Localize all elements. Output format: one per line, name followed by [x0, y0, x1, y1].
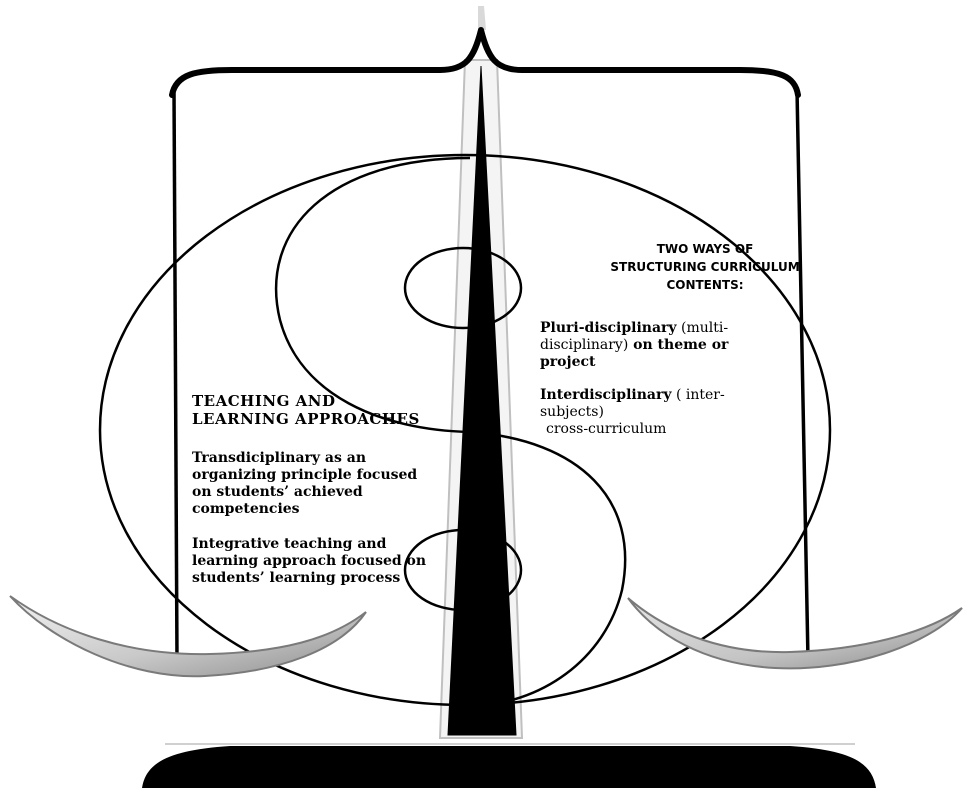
pluri-rest-a: on theme or [628, 337, 728, 353]
pillar-outline [478, 6, 486, 30]
para2-line-1: Integrative teaching and [192, 536, 386, 552]
para2-line-3: students’ learning process [192, 570, 400, 586]
cross-curriculum: cross-curriculum [540, 421, 790, 438]
pluri-paren-b: disciplinary) [540, 337, 628, 353]
pluri-paren-a: (multi- [677, 320, 729, 336]
right-title: TWO WAYS OF STRUCTURING CURRICULUM CONTE… [580, 240, 830, 294]
para1-line-4: competencies [192, 501, 300, 517]
right-text-block: Pluri-disciplinary (multi- disciplinary)… [540, 320, 790, 454]
pluri-term: Pluri-disciplinary [540, 320, 677, 336]
transdisciplinary-paragraph: Transdiciplinary as an organizing princi… [192, 450, 454, 518]
integrative-paragraph: Integrative teaching and learning approa… [192, 536, 454, 587]
left-text-block: TEACHING AND LEARNING APPROACHES Transdi… [192, 392, 454, 606]
right-string [797, 90, 808, 660]
pluri-disciplinary-paragraph: Pluri-disciplinary (multi- disciplinary)… [540, 320, 790, 371]
right-title-line-3: CONTENTS: [666, 278, 743, 292]
right-pan [628, 598, 962, 668]
para2-line-2: learning approach focused on [192, 553, 426, 569]
upper-inner-curve [276, 158, 470, 432]
right-title-line-2: STRUCTURING CURRICULUM [610, 260, 799, 274]
para1-line-1: Transdiciplinary as an [192, 450, 366, 466]
left-title-line-1: TEACHING AND [192, 392, 335, 410]
inter-paren-a: ( inter- [672, 387, 725, 403]
interdisciplinary-paragraph: Interdisciplinary ( inter- subjects) cro… [540, 387, 790, 438]
para1-line-2: organizing principle focused [192, 467, 417, 483]
right-title-line-1: TWO WAYS OF [657, 242, 754, 256]
left-string [174, 90, 177, 660]
left-title: TEACHING AND LEARNING APPROACHES [192, 392, 454, 428]
scale-base [142, 746, 876, 788]
inter-paren-b: subjects) [540, 404, 604, 420]
para1-line-3: on students’ achieved [192, 484, 363, 500]
pluri-rest-b: project [540, 354, 595, 370]
inter-term: Interdisciplinary [540, 387, 672, 403]
left-title-line-2: LEARNING APPROACHES [192, 410, 420, 428]
